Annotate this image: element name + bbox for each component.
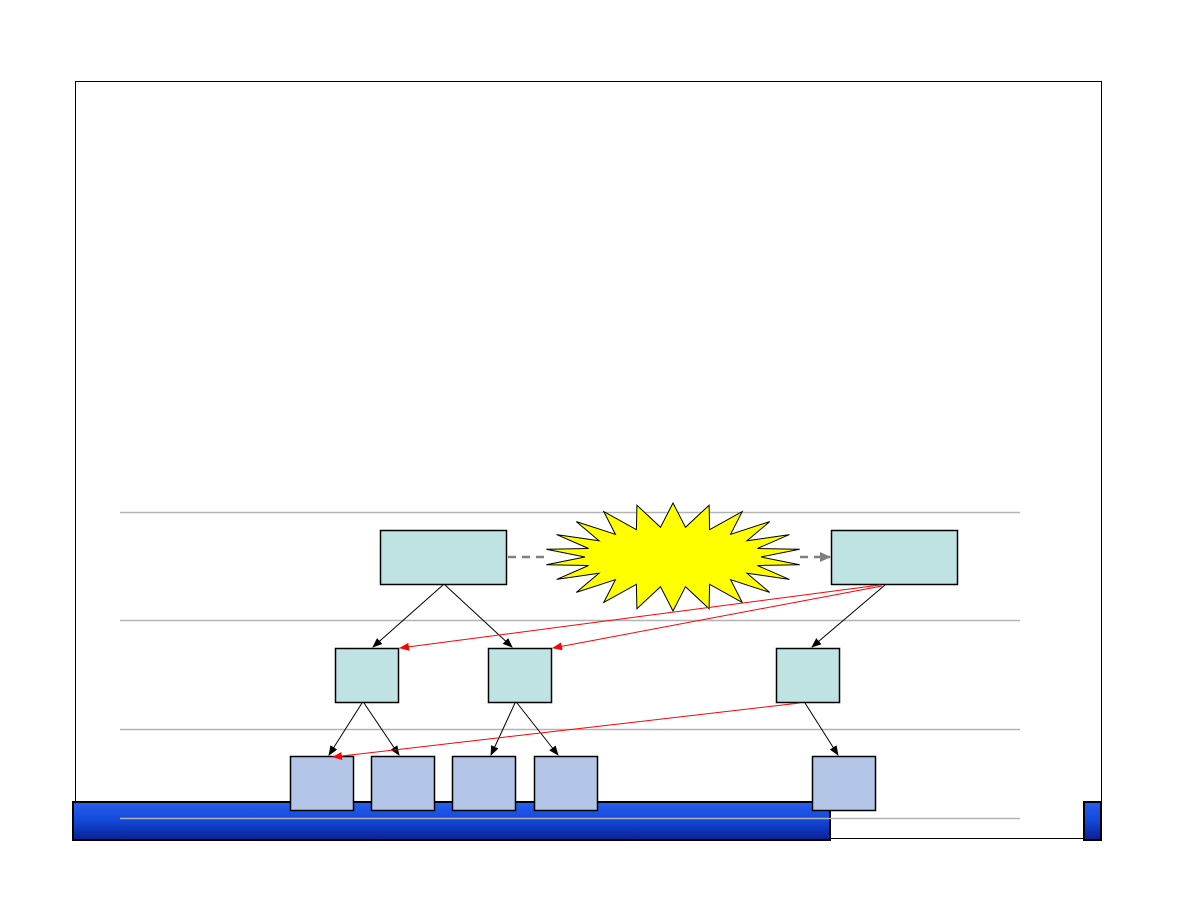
edge-mid-2-leaf-3 bbox=[490, 702, 516, 756]
node-left-root bbox=[379, 529, 508, 586]
edge-mid-1-leaf-1 bbox=[328, 702, 363, 756]
node-leaf-4 bbox=[533, 755, 599, 812]
node-right-root bbox=[830, 529, 959, 586]
footer-band-left bbox=[72, 801, 831, 841]
explosion-burst-shape bbox=[546, 501, 800, 613]
cross-edge-mid-3-leaf-1 bbox=[332, 702, 801, 760]
slide-frame bbox=[75, 81, 1102, 839]
node-mid-3 bbox=[775, 647, 841, 704]
node-leaf-3 bbox=[451, 755, 517, 812]
edge-mid-3-leaf-5 bbox=[804, 702, 839, 756]
node-leaf-5 bbox=[811, 755, 877, 812]
edge-left-root-mid-1 bbox=[372, 584, 444, 648]
cross-edge-right-root-mid-2 bbox=[552, 585, 883, 651]
edge-right-root-mid-3 bbox=[811, 584, 886, 648]
node-mid-2 bbox=[487, 647, 553, 704]
cross-edge-right-root-mid-1 bbox=[399, 584, 881, 651]
node-mid-1 bbox=[334, 647, 400, 704]
node-leaf-2 bbox=[370, 755, 436, 812]
node-leaf-1 bbox=[289, 755, 355, 812]
edge-left-root-mid-2 bbox=[444, 584, 513, 648]
footer-band-right bbox=[1083, 801, 1102, 841]
edge-mid-2-leaf-4 bbox=[516, 702, 559, 756]
edge-mid-1-leaf-2 bbox=[363, 702, 400, 756]
